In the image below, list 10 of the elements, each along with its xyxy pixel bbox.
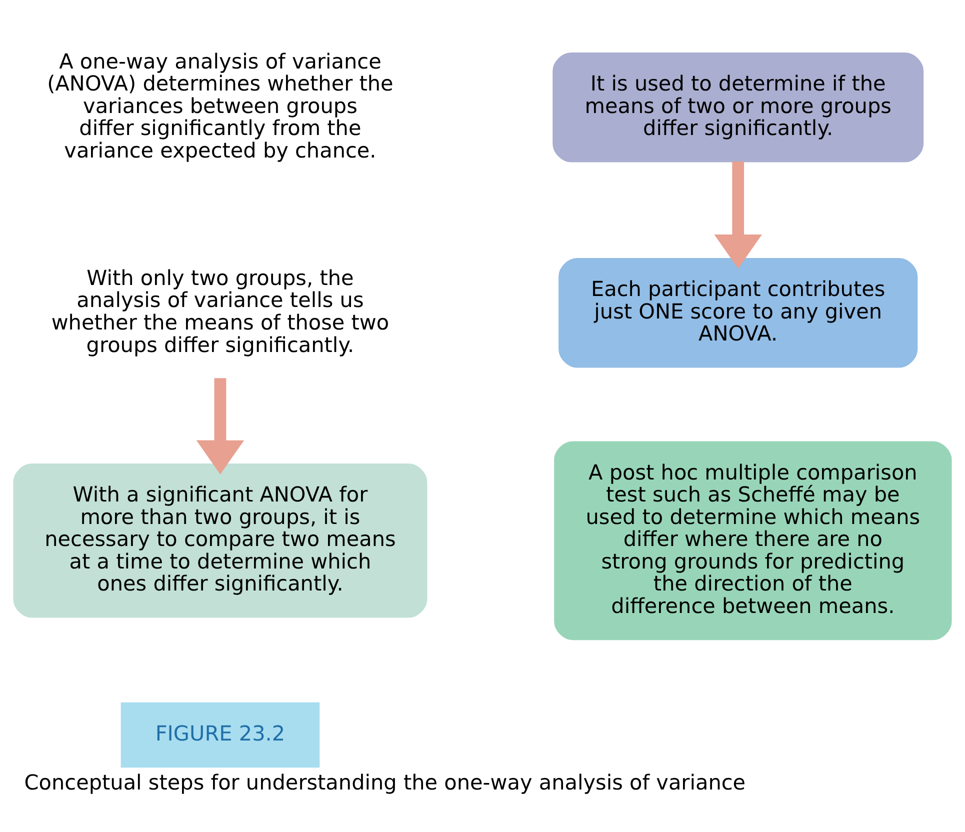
node-box: It is used to determine if the means of two or more groups differ significantly. xyxy=(552,52,924,162)
label: A one-way analysis of variance (ANOVA) determines whether the variances between groups differ significantly from the variance expected by chance. xyxy=(47,49,394,162)
arrow xyxy=(714,162,762,269)
caption: Conceptual steps for understanding the one-way analysis of variance xyxy=(24,770,746,794)
node-box: A post hoc multiple comparison test such as Scheffé may be used to determine which means differ where there are no strong grounds for predicting the direction of the difference between means. xyxy=(554,441,952,640)
node-box: Each participant contributes just ONE score to any given ANOVA. xyxy=(558,258,918,368)
label: FIGURE 23.2 xyxy=(155,722,286,746)
node-text: With only two groups, the analysis of variance tells us whether the means of those two groups differ significantly. xyxy=(51,266,390,357)
arrow xyxy=(196,378,244,474)
node-box: With a significant ANOVA for more than two groups, it is necessary to compare two means at a time to determine which ones differ significantly. xyxy=(13,463,428,618)
